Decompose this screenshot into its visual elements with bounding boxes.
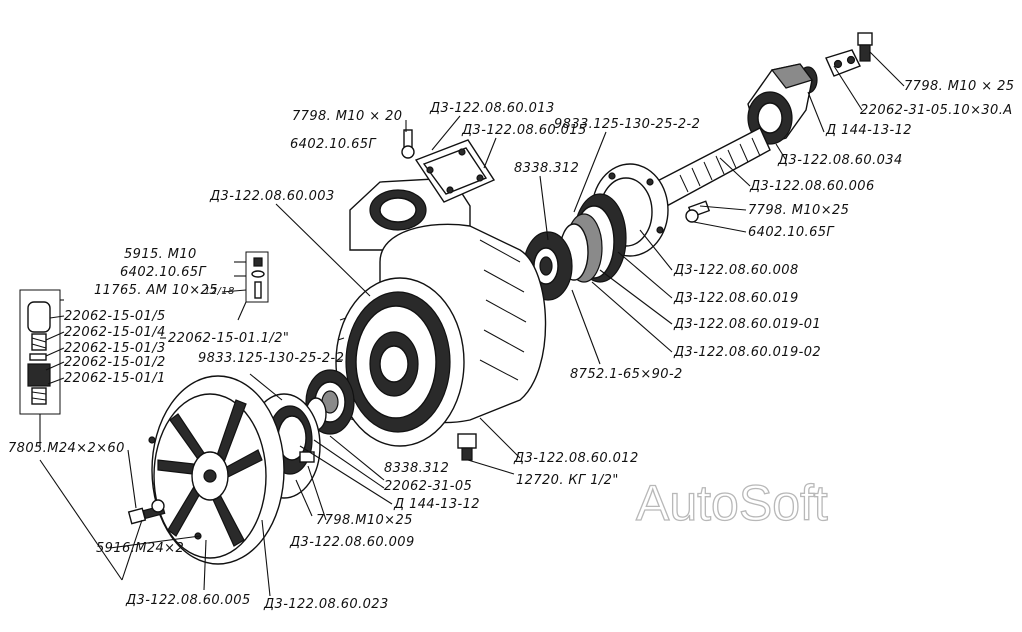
label-seal-housing-009: Д3-122.08.60.009 bbox=[289, 535, 415, 550]
left-flange-cover bbox=[148, 375, 285, 565]
label-valve-3: 22062-15-01/3 bbox=[64, 341, 166, 356]
label-washer-left: 6402.10.65Г bbox=[120, 265, 207, 280]
label-cover-015: Д3-122.08.60.015 bbox=[461, 123, 587, 138]
drain-valve-parts bbox=[19, 289, 61, 415]
label-stud-fraction: 12/18 bbox=[204, 286, 235, 297]
housing-plug bbox=[457, 433, 477, 461]
main-housing bbox=[335, 177, 547, 447]
label-plate-top-right: 22062-31-05.10×30.A bbox=[860, 103, 1013, 118]
label-bolt-top-right: 7798. M10 × 25 bbox=[904, 79, 1014, 94]
label-nut-m10: 5915. M10 bbox=[124, 247, 197, 262]
label-stud: 11765. AM 10×25 bbox=[94, 283, 218, 298]
label-seal-9833-right: 9833.125-130-25-2-2 bbox=[554, 117, 700, 132]
label-seal-top: Д 144-13-12 bbox=[825, 123, 912, 138]
label-ring-019: Д3-122.08.60.019 bbox=[673, 291, 799, 306]
label-bolt-left-housing: 7798.M10×25 bbox=[316, 513, 413, 528]
label-cover-bolt: 7798. M10×25 bbox=[748, 203, 849, 218]
label-valve-assembly: 22062-15-01.1/2" bbox=[168, 331, 289, 346]
label-valve-5: 22062-15-01/5 bbox=[64, 309, 166, 324]
label-valve-1: 22062-15-01/1 bbox=[64, 371, 166, 386]
label-yoke: Д3-122.08.60.034 bbox=[777, 153, 903, 168]
label-cover-023: Д3-122.08.60.023 bbox=[263, 597, 389, 612]
label-bearing-left: 8338.312 bbox=[384, 461, 449, 476]
label-ring-019-02: Д3-122.08.60.019-02 bbox=[673, 345, 821, 360]
label-bolt-m24: 7805.M24×2×60 bbox=[8, 441, 125, 456]
label-flange-005: Д3-122.08.60.005 bbox=[125, 593, 251, 608]
label-bolt-m10x20: 7798. M10 × 20 bbox=[292, 109, 402, 124]
label-valve-4: 22062-15-01/4 bbox=[64, 325, 166, 340]
label-seal-8752: 8752.1-65×90-2 bbox=[570, 367, 683, 382]
leader-lines bbox=[39, 51, 905, 597]
top-cover-plate bbox=[401, 129, 496, 203]
label-bearing-right: 8338.312 bbox=[514, 161, 579, 176]
label-shaft: Д3-122.08.60.006 bbox=[749, 179, 875, 194]
watermark: AutoSoft bbox=[636, 475, 828, 531]
label-valve-2: 22062-15-01/2 bbox=[64, 355, 166, 370]
label-nut-m24: 5916.M24×2 bbox=[96, 541, 184, 556]
yoke-flange bbox=[747, 63, 813, 147]
label-cover-013: Д3-122.08.60.013 bbox=[429, 101, 555, 116]
part-labels: 7798. M10 × 25 22062-31-05.10×30.A Д 144… bbox=[8, 79, 1014, 612]
seal-rings-right bbox=[523, 193, 627, 301]
label-22062-31-05: 22062-31-05 bbox=[384, 479, 472, 494]
left-bolt bbox=[127, 499, 166, 525]
label-washer-top: 6402.10.65Г bbox=[290, 137, 377, 152]
label-right-cover: Д3-122.08.60.008 bbox=[673, 263, 799, 278]
label-seal-9833-left: 9833.125-130-25-2-2 bbox=[198, 351, 344, 366]
label-housing-012: Д3-122.08.60.012 bbox=[513, 451, 639, 466]
label-ring-019-01: Д3-122.08.60.019-01 bbox=[673, 317, 821, 332]
label-plug: 12720. КГ 1/2" bbox=[516, 473, 619, 488]
small-hardware bbox=[245, 251, 269, 303]
parts bbox=[19, 32, 873, 565]
label-housing-003: Д3-122.08.60.003 bbox=[209, 189, 335, 204]
label-cover-washer: 6402.10.65Г bbox=[748, 225, 835, 240]
label-seal-left: Д 144-13-12 bbox=[393, 497, 480, 512]
